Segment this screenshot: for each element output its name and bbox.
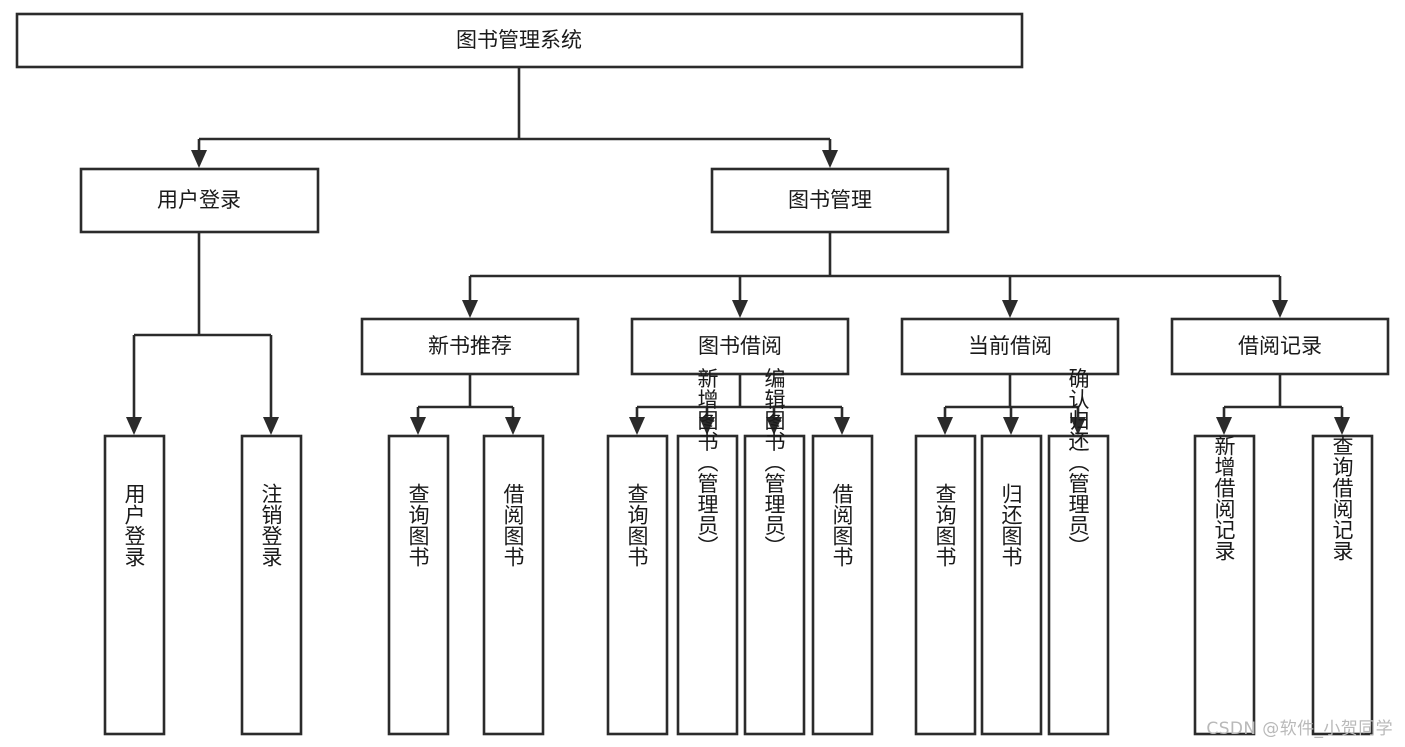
node-new-book-recommend-label: 新书推荐 xyxy=(428,334,512,358)
arrow-head-leaf-confirm-return xyxy=(1070,417,1086,435)
node-current-borrow-label: 当前借阅 xyxy=(968,334,1052,358)
node-book-borrow[interactable]: 图书借阅 xyxy=(630,317,850,376)
arrow-head-leaf-borrow-book-1 xyxy=(505,417,521,435)
node-leaf-query-book-2-label: 查询图书 xyxy=(625,483,649,567)
arrow-head-new-book-recommend xyxy=(462,300,478,318)
node-leaf-query-book-2-box[interactable] xyxy=(606,434,669,736)
arrow-head-borrow-record xyxy=(1272,300,1288,318)
node-borrow-record[interactable]: 借阅记录 xyxy=(1170,317,1390,376)
node-leaf-borrow-book-1[interactable]: 借阅图书 xyxy=(482,434,545,736)
arrow-head-user-login xyxy=(191,150,207,168)
arrow-head-leaf-logout-login xyxy=(263,417,279,435)
node-leaf-query-book-1[interactable]: 查询图书 xyxy=(387,434,450,736)
node-leaf-logout-login-box[interactable] xyxy=(240,434,303,736)
node-book-manage[interactable]: 图书管理 xyxy=(710,167,950,234)
node-leaf-query-book-3-box[interactable] xyxy=(914,434,977,736)
node-leaf-add-book[interactable]: 新增图书（管理员） xyxy=(676,368,739,736)
node-leaf-borrow-book-2-label: 借阅图书 xyxy=(830,483,854,567)
arrow-head-leaf-borrow-book-2 xyxy=(834,417,850,435)
node-leaf-edit-book-label: 编辑图书（管理员） xyxy=(762,368,786,557)
node-leaf-query-book-3[interactable]: 查询图书 xyxy=(914,434,977,736)
node-user-login-label: 用户登录 xyxy=(157,188,241,212)
node-book-manage-label: 图书管理 xyxy=(788,188,872,212)
node-leaf-query-book-1-box[interactable] xyxy=(387,434,450,736)
node-leaf-borrow-book-2[interactable]: 借阅图书 xyxy=(811,434,874,736)
arrow-head-leaf-query-book-2 xyxy=(629,417,645,435)
node-leaf-query-book-3-label: 查询图书 xyxy=(933,483,957,567)
node-leaf-return-book[interactable]: 归还图书 xyxy=(980,434,1043,736)
node-book-borrow-box[interactable] xyxy=(630,317,850,376)
node-current-borrow-box[interactable] xyxy=(900,317,1120,376)
node-book-manage-box[interactable] xyxy=(710,167,950,234)
node-leaf-return-book-label: 归还图书 xyxy=(999,483,1023,567)
node-leaf-borrow-book-2-box[interactable] xyxy=(811,434,874,736)
node-user-login[interactable]: 用户登录 xyxy=(79,167,320,234)
node-leaf-add-record-box[interactable] xyxy=(1193,434,1256,736)
node-leaf-logout-login[interactable]: 注销登录 xyxy=(240,434,303,736)
node-leaf-user-login[interactable]: 用户登录 xyxy=(103,434,166,736)
node-book-borrow-label: 图书借阅 xyxy=(698,334,782,358)
arrow-head-leaf-edit-book xyxy=(766,417,782,435)
node-leaf-query-book-2[interactable]: 查询图书 xyxy=(606,434,669,736)
node-leaf-return-book-box[interactable] xyxy=(980,434,1043,736)
node-new-book-recommend[interactable]: 新书推荐 xyxy=(360,317,580,376)
node-leaf-confirm-return-box[interactable] xyxy=(1047,434,1110,736)
node-current-borrow[interactable]: 当前借阅 xyxy=(900,317,1120,376)
connectors xyxy=(126,67,1350,435)
node-leaf-confirm-return[interactable]: 确认归还（管理员） xyxy=(1047,368,1110,736)
arrow-head-book-borrow xyxy=(732,300,748,318)
arrow-head-leaf-query-book-3 xyxy=(937,417,953,435)
arrow-head-leaf-add-book xyxy=(699,417,715,435)
arrow-head-current-borrow xyxy=(1002,300,1018,318)
node-leaf-logout-login-label: 注销登录 xyxy=(259,483,283,567)
node-leaf-query-record-box[interactable] xyxy=(1311,434,1374,736)
node-leaf-query-book-1-label: 查询图书 xyxy=(406,483,430,567)
node-leaf-edit-book-box[interactable] xyxy=(743,434,806,736)
node-leaf-query-record-label: 查询借阅记录 xyxy=(1330,435,1354,561)
node-leaf-borrow-book-1-label: 借阅图书 xyxy=(501,483,525,567)
node-borrow-record-label: 借阅记录 xyxy=(1238,334,1322,358)
node-leaf-user-login-label: 用户登录 xyxy=(122,483,146,567)
node-new-book-recommend-box[interactable] xyxy=(360,317,580,376)
arrow-head-book-manage xyxy=(822,150,838,168)
node-leaf-add-book-box[interactable] xyxy=(676,434,739,736)
node-leaf-query-record[interactable]: 查询借阅记录 xyxy=(1311,434,1374,736)
arrow-head-leaf-user-login xyxy=(126,417,142,435)
node-borrow-record-box[interactable] xyxy=(1170,317,1390,376)
arrow-head-leaf-add-record xyxy=(1216,417,1232,435)
node-leaf-borrow-book-1-box[interactable] xyxy=(482,434,545,736)
arrow-head-leaf-query-book-1 xyxy=(410,417,426,435)
arrow-head-leaf-return-book xyxy=(1003,417,1019,435)
node-user-login-box[interactable] xyxy=(79,167,320,234)
node-leaf-edit-book[interactable]: 编辑图书（管理员） xyxy=(743,368,806,736)
node-leaf-add-book-label: 新增图书（管理员） xyxy=(695,368,719,557)
node-root-box[interactable] xyxy=(15,12,1024,69)
node-leaf-user-login-box[interactable] xyxy=(103,434,166,736)
node-leaf-add-record[interactable]: 新增借阅记录 xyxy=(1193,434,1256,736)
node-leaf-confirm-return-label: 确认归还（管理员） xyxy=(1066,368,1090,557)
node-root-label: 图书管理系统 xyxy=(456,28,582,52)
arrow-head-leaf-query-record xyxy=(1334,417,1350,435)
node-root[interactable]: 图书管理系统 xyxy=(15,12,1024,69)
node-leaf-add-record-label: 新增借阅记录 xyxy=(1212,435,1236,561)
